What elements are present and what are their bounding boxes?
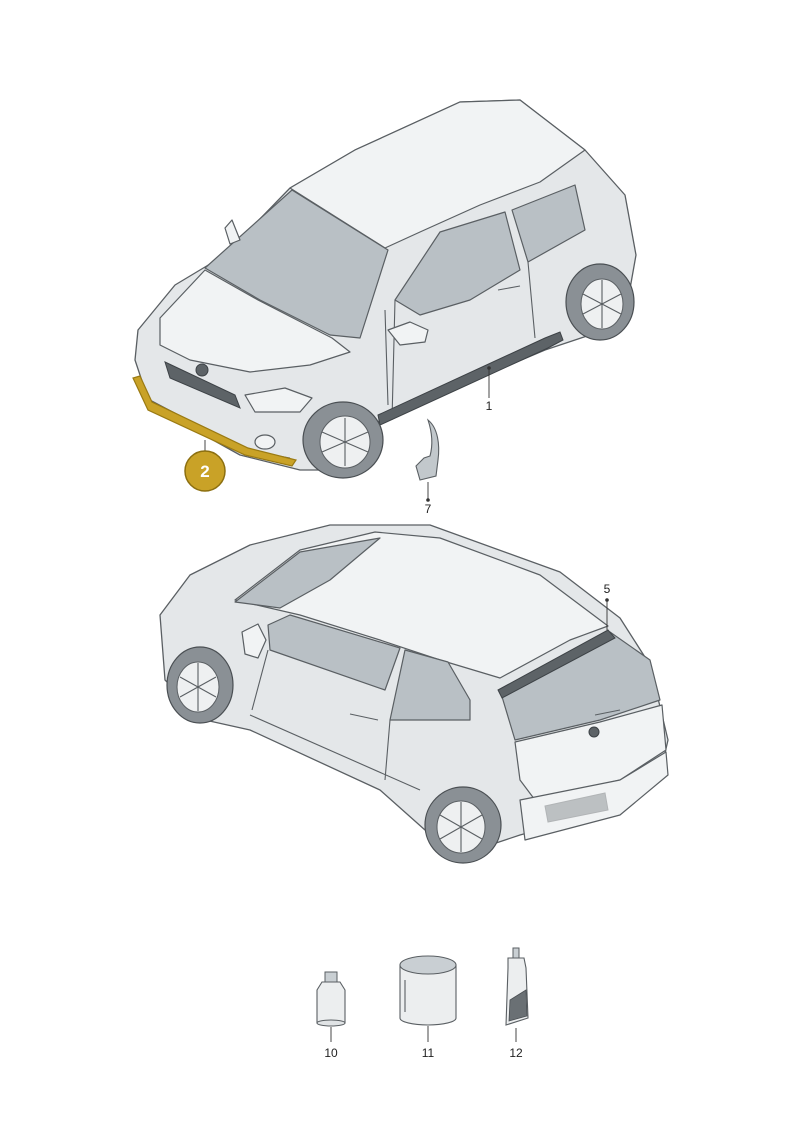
callout-1-label: 1 — [486, 399, 493, 413]
bottle-icon — [316, 971, 346, 1027]
car-rear-view-icon — [159, 524, 669, 864]
callout-10-label: 10 — [324, 1046, 338, 1060]
can-icon — [399, 955, 457, 1026]
callout-2-badge — [184, 450, 226, 492]
callout-11-label: 11 — [422, 1046, 435, 1060]
tube-icon — [505, 947, 529, 1026]
callout-2-label: 2 — [200, 462, 209, 481]
callout-12-label: 12 — [509, 1046, 523, 1060]
callout-7-label: 7 — [425, 502, 432, 516]
callout-5-label: 5 — [604, 582, 611, 596]
mudflap-icon — [415, 418, 440, 481]
car-front-view-icon — [134, 99, 637, 479]
front-spoiler-highlight — [132, 375, 297, 467]
